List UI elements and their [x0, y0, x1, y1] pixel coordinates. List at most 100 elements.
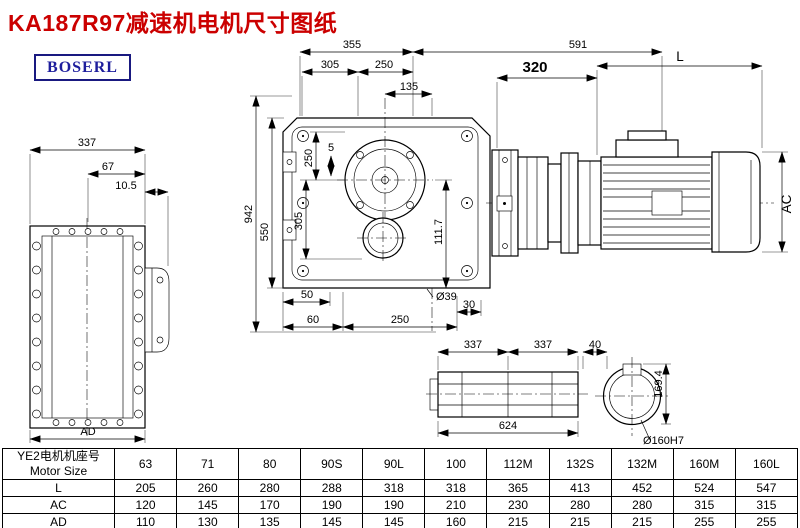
dim-v-550: 550 [259, 223, 271, 241]
cell: 135 [238, 513, 302, 528]
fan-cowl [711, 151, 761, 253]
dim-e-40: 40 [589, 339, 601, 351]
technical-drawing: 337 67 10.5 AD [29, 39, 794, 446]
cell: 547 [734, 479, 799, 497]
motor-size-table: YE2电机机座号 Motor Size 63 71 80 90S 90L 100… [2, 448, 799, 528]
table-corner-header: YE2电机机座号 Motor Size [2, 448, 115, 480]
dim-top-305: 305 [321, 59, 339, 71]
corner-header-en: Motor Size [29, 464, 88, 478]
dim-v-111-7: 111.7 [433, 219, 445, 245]
left-vertical-dimensions: 942 550 250 5 305 111.7 [243, 95, 452, 333]
col-header: 100 [424, 448, 488, 480]
cell: 190 [362, 496, 426, 514]
dim-b-50: 50 [301, 289, 313, 301]
dim-b-dia39: Ø39 [436, 291, 457, 303]
cell: 120 [113, 496, 178, 514]
cell: 110 [113, 513, 178, 528]
dim-s-337b: 337 [534, 339, 552, 351]
row-label: AC [2, 496, 115, 514]
cell: 145 [362, 513, 426, 528]
dim-v-305: 305 [293, 212, 305, 230]
cell: 280 [610, 496, 674, 514]
cell: 145 [176, 496, 240, 514]
cell: 365 [486, 479, 550, 497]
bottom-dimensions: 50 60 250 Ø39 30 [282, 288, 482, 331]
cell: 130 [176, 513, 240, 528]
col-header: 160L [734, 448, 799, 480]
gearbox-front-outline [29, 225, 146, 429]
terminal-box [615, 139, 679, 158]
left-side-view: 337 67 10.5 AD [29, 137, 170, 443]
table-row-AD: AD 110 130 135 145 145 160 215 215 215 2… [2, 513, 799, 528]
cell: 215 [486, 513, 550, 528]
dim-m-AC: AC [779, 194, 794, 213]
hollow-shaft-view: 337 337 624 [426, 339, 588, 437]
cell: 205 [113, 479, 178, 497]
cell: 190 [300, 496, 364, 514]
cell: 318 [362, 479, 426, 497]
cell: 524 [672, 479, 736, 497]
col-header: 90S [300, 448, 364, 480]
cell: 145 [300, 513, 364, 528]
dim-top-135: 135 [400, 81, 418, 93]
col-header: 90L [362, 448, 426, 480]
row-label: AD [2, 513, 115, 528]
col-header: 71 [176, 448, 240, 480]
col-header: 132M [610, 448, 674, 480]
col-header: 112M [486, 448, 550, 480]
motor-nameplate [651, 190, 683, 216]
col-header: 80 [238, 448, 302, 480]
table-header-row: YE2电机机座号 Motor Size 63 71 80 90S 90L 100… [2, 448, 799, 480]
dim-s-624: 624 [499, 420, 517, 432]
cell: 160 [424, 513, 488, 528]
cell: 260 [176, 479, 240, 497]
dim-top-355: 355 [343, 39, 361, 51]
page-title: KA187R97减速机电机尺寸图纸 [8, 10, 338, 36]
dim-e-dia160: Ø160H7 [643, 435, 684, 446]
dim-v-5: 5 [328, 142, 334, 154]
cell: 452 [610, 479, 674, 497]
cell: 255 [672, 513, 736, 528]
cell: 315 [672, 496, 736, 514]
dim-s-337a: 337 [464, 339, 482, 351]
motor-bell-housing [517, 156, 549, 250]
cell: 255 [734, 513, 799, 528]
shaft-end-view: 40 169.4 Ø160H7 [582, 339, 684, 446]
cell: 215 [610, 513, 674, 528]
cell: 280 [238, 479, 302, 497]
dim-left-AD: AD [80, 426, 95, 438]
motor-assembly-view [486, 130, 774, 257]
cell: 215 [548, 513, 612, 528]
cell: 170 [238, 496, 302, 514]
main-front-view [282, 98, 491, 331]
cell: 210 [424, 496, 488, 514]
dim-top-591: 591 [569, 39, 587, 51]
dim-v-942: 942 [243, 205, 255, 223]
output-hub-profile [144, 267, 170, 353]
cell: 230 [486, 496, 550, 514]
dim-b-250: 250 [391, 314, 409, 326]
cell: 413 [548, 479, 612, 497]
dim-m-L: L [676, 49, 684, 64]
cell: 280 [548, 496, 612, 514]
motor-dimensions: 320 L AC [496, 49, 794, 253]
brand-logo: BOSERL [34, 54, 131, 81]
cell: 288 [300, 479, 364, 497]
table-row-L: L 205 260 280 288 318 318 365 413 452 52… [2, 479, 799, 497]
corner-header-cn: YE2电机机座号 [17, 449, 100, 464]
brand-logo-text: BOSERL [47, 58, 118, 76]
dim-left-10-5: 10.5 [115, 180, 136, 192]
table-row-AC: AC 120 145 170 190 190 210 230 280 280 3… [2, 496, 799, 514]
top-dimensions: 355 591 305 250 135 [299, 39, 663, 148]
dim-left-337: 337 [78, 137, 96, 149]
dim-v-250: 250 [303, 149, 315, 167]
cell: 315 [734, 496, 799, 514]
col-header: 160M [672, 448, 736, 480]
dim-b-60: 60 [307, 314, 319, 326]
col-header: 132S [548, 448, 612, 480]
row-label: L [2, 479, 115, 497]
dim-e-169-4: 169.4 [653, 370, 665, 398]
dim-left-67: 67 [102, 161, 114, 173]
dim-m-320: 320 [522, 59, 547, 76]
cell: 318 [424, 479, 488, 497]
